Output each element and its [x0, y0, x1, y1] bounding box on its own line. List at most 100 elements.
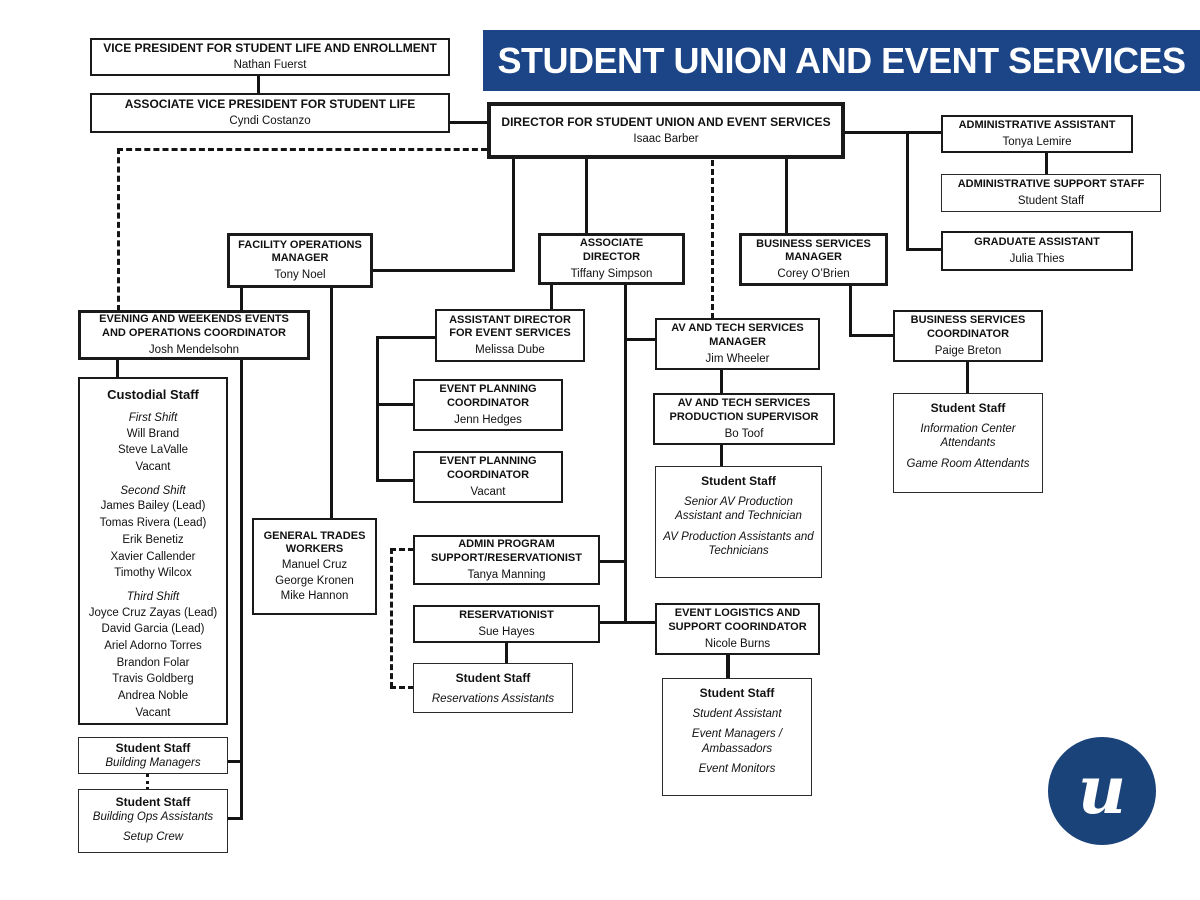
box-role: Building Ops Assistants	[92, 811, 214, 823]
logo-letter: u	[1078, 751, 1126, 829]
box-title: EVENING AND WEEKENDS EVENTS AND OPERATIO…	[99, 313, 289, 339]
connector	[376, 336, 436, 339]
box-title: EVENT LOGISTICS AND SUPPORT COORINDATOR	[668, 607, 807, 633]
logo: u	[1048, 737, 1156, 845]
box-evening-weekends-coordinator: EVENING AND WEEKENDS EVENTS AND OPERATIO…	[78, 310, 310, 360]
box-role: Event Managers / Ambassadors	[691, 728, 783, 755]
connector-dashed	[117, 148, 487, 151]
box-title: BUSINESS SERVICES COORDINATOR	[910, 314, 1026, 340]
box-associate-director: ASSOCIATE DIRECTOR Tiffany Simpson	[538, 233, 685, 285]
connector	[550, 285, 553, 311]
page-title-banner: STUDENT UNION AND EVENT SERVICES	[483, 30, 1200, 91]
page-title: STUDENT UNION AND EVENT SERVICES	[497, 39, 1186, 81]
connector-dashed	[390, 548, 393, 688]
box-administrative-support-staff: ADMINISTRATIVE SUPPORT STAFF Student Sta…	[941, 174, 1161, 212]
connector	[600, 560, 627, 563]
box-name: Nathan Fuerst	[233, 59, 307, 72]
connector	[376, 479, 414, 482]
connector	[600, 621, 657, 624]
box-title: RESERVATIONIST	[459, 608, 554, 621]
connector	[240, 360, 243, 820]
box-name: Isaac Barber	[633, 132, 699, 145]
box-event-planning-coordinator-1: EVENT PLANNING COORDINATOR Jenn Hedges	[413, 379, 563, 431]
box-name: Corey O’Brien	[777, 268, 850, 281]
connector	[585, 159, 588, 235]
box-title: AV AND TECH SERVICES PRODUCTION SUPERVIS…	[669, 397, 819, 423]
connector-dashed	[390, 548, 414, 551]
box-director: DIRECTOR FOR STUDENT UNION AND EVENT SER…	[487, 102, 845, 159]
connector	[116, 360, 119, 379]
box-title: ASSOCIATE DIRECTOR	[579, 237, 644, 263]
connector	[624, 285, 627, 624]
staff-name: Steve LaValle	[117, 444, 189, 457]
box-title: ASSISTANT DIRECTOR FOR EVENT SERVICES	[449, 313, 571, 340]
box-vice-president: VICE PRESIDENT FOR STUDENT LIFE AND ENRO…	[90, 38, 450, 76]
box-title: ADMIN PROGRAM SUPPORT/RESERVATIONIST	[431, 538, 582, 564]
box-role: Setup Crew	[122, 831, 184, 844]
box-role: Game Room Attendants	[906, 457, 1030, 470]
box-role: Event Monitors	[698, 763, 776, 776]
logo-graphic: u	[1048, 737, 1156, 845]
box-title: Custodial Staff	[107, 387, 199, 402]
connector	[849, 334, 895, 337]
staff-name: Travis Goldberg	[112, 673, 194, 686]
box-associate-vice-president: ASSOCIATE VICE PRESIDENT FOR STUDENT LIF…	[90, 93, 450, 133]
staff-name: Joyce Cruz Zayas (Lead)	[88, 606, 218, 619]
box-av-production-supervisor: AV AND TECH SERVICES PRODUCTION SUPERVIS…	[653, 393, 835, 445]
staff-name: James Bailey (Lead)	[100, 500, 206, 513]
connector	[720, 370, 723, 395]
connector	[1045, 153, 1048, 175]
connector	[226, 817, 242, 820]
connector-dashed	[711, 160, 714, 319]
shift-label: Second Shift	[120, 484, 186, 497]
box-title: Student Staff	[115, 741, 191, 755]
box-graduate-assistant: GRADUATE ASSISTANT Julia Thies	[941, 231, 1133, 271]
box-role: Information Center Attendants	[920, 423, 1016, 450]
connector	[720, 445, 723, 468]
connector	[726, 655, 730, 680]
staff-name: Vacant	[135, 460, 171, 473]
box-event-logistics-coordinator: EVENT LOGISTICS AND SUPPORT COORINDATOR …	[655, 603, 820, 655]
box-name: Student Staff	[1017, 194, 1085, 207]
connector	[373, 269, 515, 272]
box-role: Building Managers	[105, 757, 201, 769]
connector	[257, 75, 260, 95]
shift-label: Third Shift	[126, 590, 180, 603]
box-role: Senior AV Production Assistant and Techn…	[675, 496, 802, 523]
staff-name: Mike Hannon	[280, 589, 349, 602]
box-title: ADMINISTRATIVE ASSISTANT	[958, 118, 1116, 131]
box-name: Sue Hayes	[478, 625, 535, 638]
connector	[966, 362, 969, 395]
staff-name: Will Brand	[126, 427, 180, 440]
connector-dotted	[146, 774, 149, 790]
connector-dashed	[390, 686, 414, 689]
staff-name: Xavier Callender	[110, 550, 196, 563]
connector	[906, 248, 941, 251]
staff-name: Erik Benetiz	[122, 533, 184, 546]
box-events-student-staff: Student Staff Student Assistant Event Ma…	[662, 678, 812, 796]
box-role: Reservations Assistants	[431, 693, 555, 705]
box-title: DIRECTOR FOR STUDENT UNION AND EVENT SER…	[501, 114, 831, 129]
box-av-student-staff: Student Staff Senior AV Production Assis…	[655, 466, 822, 578]
box-role: AV Production Assistants and Technicians	[663, 530, 814, 558]
connector	[845, 131, 941, 134]
box-name: Paige Breton	[934, 344, 1002, 357]
connector	[450, 121, 487, 124]
connector	[785, 159, 788, 235]
box-title: Student Staff	[699, 686, 775, 700]
box-name: Josh Mendelsohn	[148, 343, 240, 356]
box-name: Melissa Dube	[475, 344, 545, 357]
box-custodial-staff: Custodial Staff First Shift Will Brand S…	[78, 377, 228, 725]
staff-name: Brandon Folar	[116, 656, 190, 669]
box-name: Julia Thies	[1009, 252, 1065, 265]
logo-circle	[1048, 737, 1156, 845]
box-title: GRADUATE ASSISTANT	[974, 235, 1100, 248]
staff-name: Tomas Rivera (Lead)	[99, 517, 207, 530]
box-building-managers-staff: Student Staff Building Managers	[78, 737, 228, 774]
shift-label: First Shift	[128, 411, 178, 424]
connector	[240, 288, 243, 312]
connector	[849, 286, 852, 337]
box-admin-program-support-reservationist: ADMIN PROGRAM SUPPORT/RESERVATIONIST Tan…	[413, 535, 600, 585]
box-title: Student Staff	[930, 401, 1006, 415]
